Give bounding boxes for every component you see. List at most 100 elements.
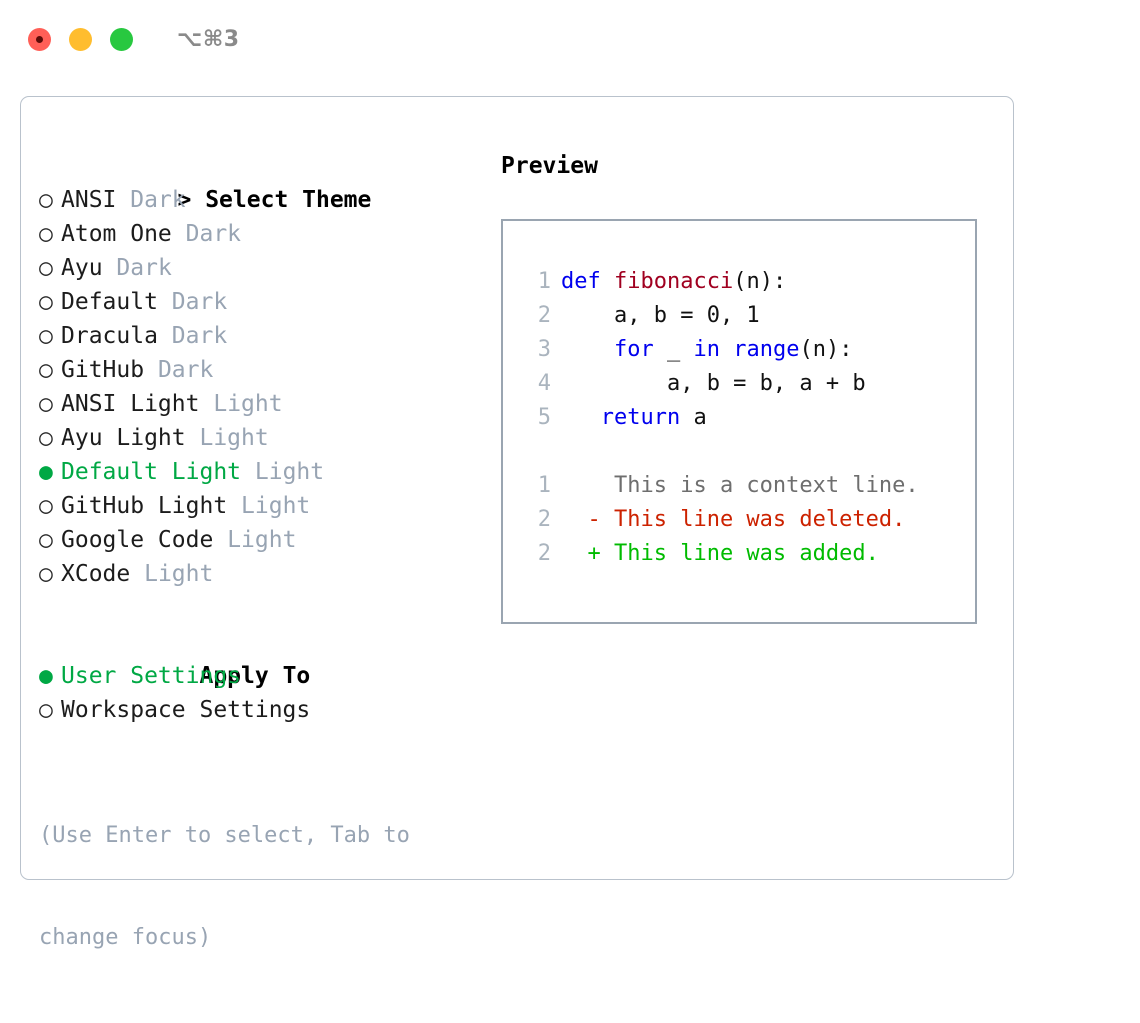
theme-variant-tag: Dark	[130, 187, 186, 213]
theme-variant-tag: Dark	[185, 221, 242, 247]
theme-name: XCode	[61, 561, 131, 587]
code-line-number: 2	[537, 303, 551, 328]
diff-line: 2 + This line was added.	[503, 537, 975, 571]
select-theme-header: > Select Theme	[39, 149, 479, 213]
radio-unselected-icon[interactable]: ○	[39, 493, 53, 519]
code-token: in	[693, 337, 720, 362]
radio-unselected-icon[interactable]: ○	[39, 289, 53, 315]
radio-unselected-icon[interactable]: ○	[39, 527, 53, 553]
theme-variant-tag: Light	[199, 425, 269, 451]
radio-unselected-icon[interactable]: ○	[39, 357, 53, 383]
code-token	[601, 269, 614, 294]
main-panel: > Select Theme ○ANSI Dark○Atom One Dark○…	[20, 96, 1014, 950]
radio-unselected-icon[interactable]: ○	[39, 221, 53, 247]
theme-variant-tag: Light	[227, 527, 297, 553]
theme-name: ANSI Light	[61, 391, 200, 417]
diff-text: This line was added.	[613, 541, 879, 566]
diff-line-number: 2	[537, 541, 551, 566]
code-line-number: 3	[537, 337, 551, 362]
radio-selected-icon[interactable]: ●	[39, 663, 53, 689]
code-line: 5 return a	[503, 401, 975, 435]
theme-list-item[interactable]: ○Google Code Light	[39, 523, 479, 557]
theme-gap	[227, 493, 241, 519]
list-spacer	[39, 591, 479, 625]
apply-to-item[interactable]: ●User Settings	[39, 659, 479, 693]
code-token: _	[653, 337, 694, 362]
maximize-light-icon[interactable]	[110, 27, 133, 51]
theme-list-item[interactable]: ○Ayu Light Light	[39, 421, 479, 455]
code-token	[561, 405, 601, 430]
radio-selected-icon[interactable]: ●	[39, 459, 53, 485]
apply-to-item[interactable]: ○Workspace Settings	[39, 693, 479, 727]
code-diff-gap	[503, 435, 975, 469]
theme-name: GitHub	[61, 357, 145, 383]
theme-list-item[interactable]: ○ Ayu Dark	[39, 251, 479, 285]
theme-name: Dracula	[61, 323, 158, 349]
code-token: range	[733, 337, 800, 362]
theme-variant-tag: Dark	[116, 255, 172, 281]
radio-unselected-icon[interactable]: ○	[39, 187, 53, 213]
diff-marker: -	[561, 507, 614, 532]
title-bar: ⌥⌘3	[0, 0, 1140, 78]
theme-name: Atom One	[61, 221, 172, 247]
theme-variant-tag: Light	[254, 459, 325, 485]
app-window: ⌥⌘3 > Select Theme ○ANSI Dark○Atom One D…	[0, 0, 1140, 950]
theme-variant-tag: Dark	[157, 357, 214, 383]
theme-list-item[interactable]: ○Default Dark	[39, 285, 479, 319]
apply-to-list: ●User Settings○Workspace Settings	[39, 659, 479, 727]
code-line: 3 for _ in range(n):	[503, 333, 975, 367]
theme-list-item[interactable]: ● Default Light Light	[39, 455, 479, 489]
keyboard-hint: (Use Enter to select, Tab to change focu…	[39, 751, 479, 1023]
theme-name: Default Light	[61, 459, 242, 485]
radio-unselected-icon[interactable]: ○	[39, 561, 53, 587]
apply-to-header: Apply To	[39, 625, 479, 689]
diff-line-number: 2	[537, 507, 551, 532]
close-light-icon[interactable]	[28, 27, 51, 51]
code-token: (n):	[799, 337, 853, 362]
theme-name: Ayu	[61, 255, 103, 281]
code-token: a	[680, 405, 707, 430]
diff-marker	[561, 473, 614, 498]
minimize-light-icon[interactable]	[69, 27, 92, 51]
radio-unselected-icon[interactable]: ○	[39, 255, 53, 281]
radio-unselected-icon[interactable]: ○	[39, 697, 53, 723]
radio-unselected-icon[interactable]: ○	[39, 425, 53, 451]
theme-list-item[interactable]: ○ GitHub Dark	[39, 353, 479, 387]
traffic-lights	[28, 27, 133, 51]
apply-to-label: Apply To	[199, 663, 311, 689]
theme-list-item[interactable]: ○ Dracula Dark	[39, 319, 479, 353]
preview-title: Preview	[501, 153, 598, 179]
theme-gap	[199, 391, 213, 417]
theme-list-item[interactable]: ○XCode Light	[39, 557, 479, 591]
diff-marker: +	[561, 541, 614, 566]
theme-variant-tag: Dark	[171, 323, 228, 349]
diff-line: 2 - This line was deleted.	[503, 503, 975, 537]
diff-line-number: 1	[537, 473, 551, 498]
code-token: a, b = 0, 1	[561, 303, 760, 328]
keyboard-hint-line-2: change focus)	[39, 925, 212, 950]
theme-list-item[interactable]: ○ Atom One Dark	[39, 217, 479, 251]
window-title: ⌥⌘3	[177, 26, 240, 52]
theme-gap	[130, 561, 144, 587]
radio-unselected-icon[interactable]: ○	[39, 391, 53, 417]
select-theme-label: Select Theme	[205, 187, 372, 213]
diff-line: 1 This is a context line.	[503, 469, 975, 503]
code-token	[720, 337, 733, 362]
code-token: def	[561, 269, 601, 294]
theme-variant-tag: Light	[241, 493, 311, 519]
code-token: a, b = b, a + b	[561, 371, 866, 396]
theme-list-item[interactable]: ○GitHub Light Light	[39, 489, 479, 523]
diff-preview: 1 This is a context line.2 - This line w…	[503, 469, 975, 571]
code-token: fibonacci	[614, 269, 734, 294]
code-line-number: 1	[537, 269, 551, 294]
radio-unselected-icon[interactable]: ○	[39, 323, 53, 349]
theme-variant-tag: Dark	[171, 289, 228, 315]
theme-gap	[186, 425, 200, 451]
code-line: 4 a, b = b, a + b	[503, 367, 975, 401]
code-line-number: 5	[537, 405, 551, 430]
theme-list-item[interactable]: ○ANSI Dark	[39, 183, 479, 217]
code-line: 2 a, b = 0, 1	[503, 299, 975, 333]
theme-list-item[interactable]: ○ANSI Light Light	[39, 387, 479, 421]
